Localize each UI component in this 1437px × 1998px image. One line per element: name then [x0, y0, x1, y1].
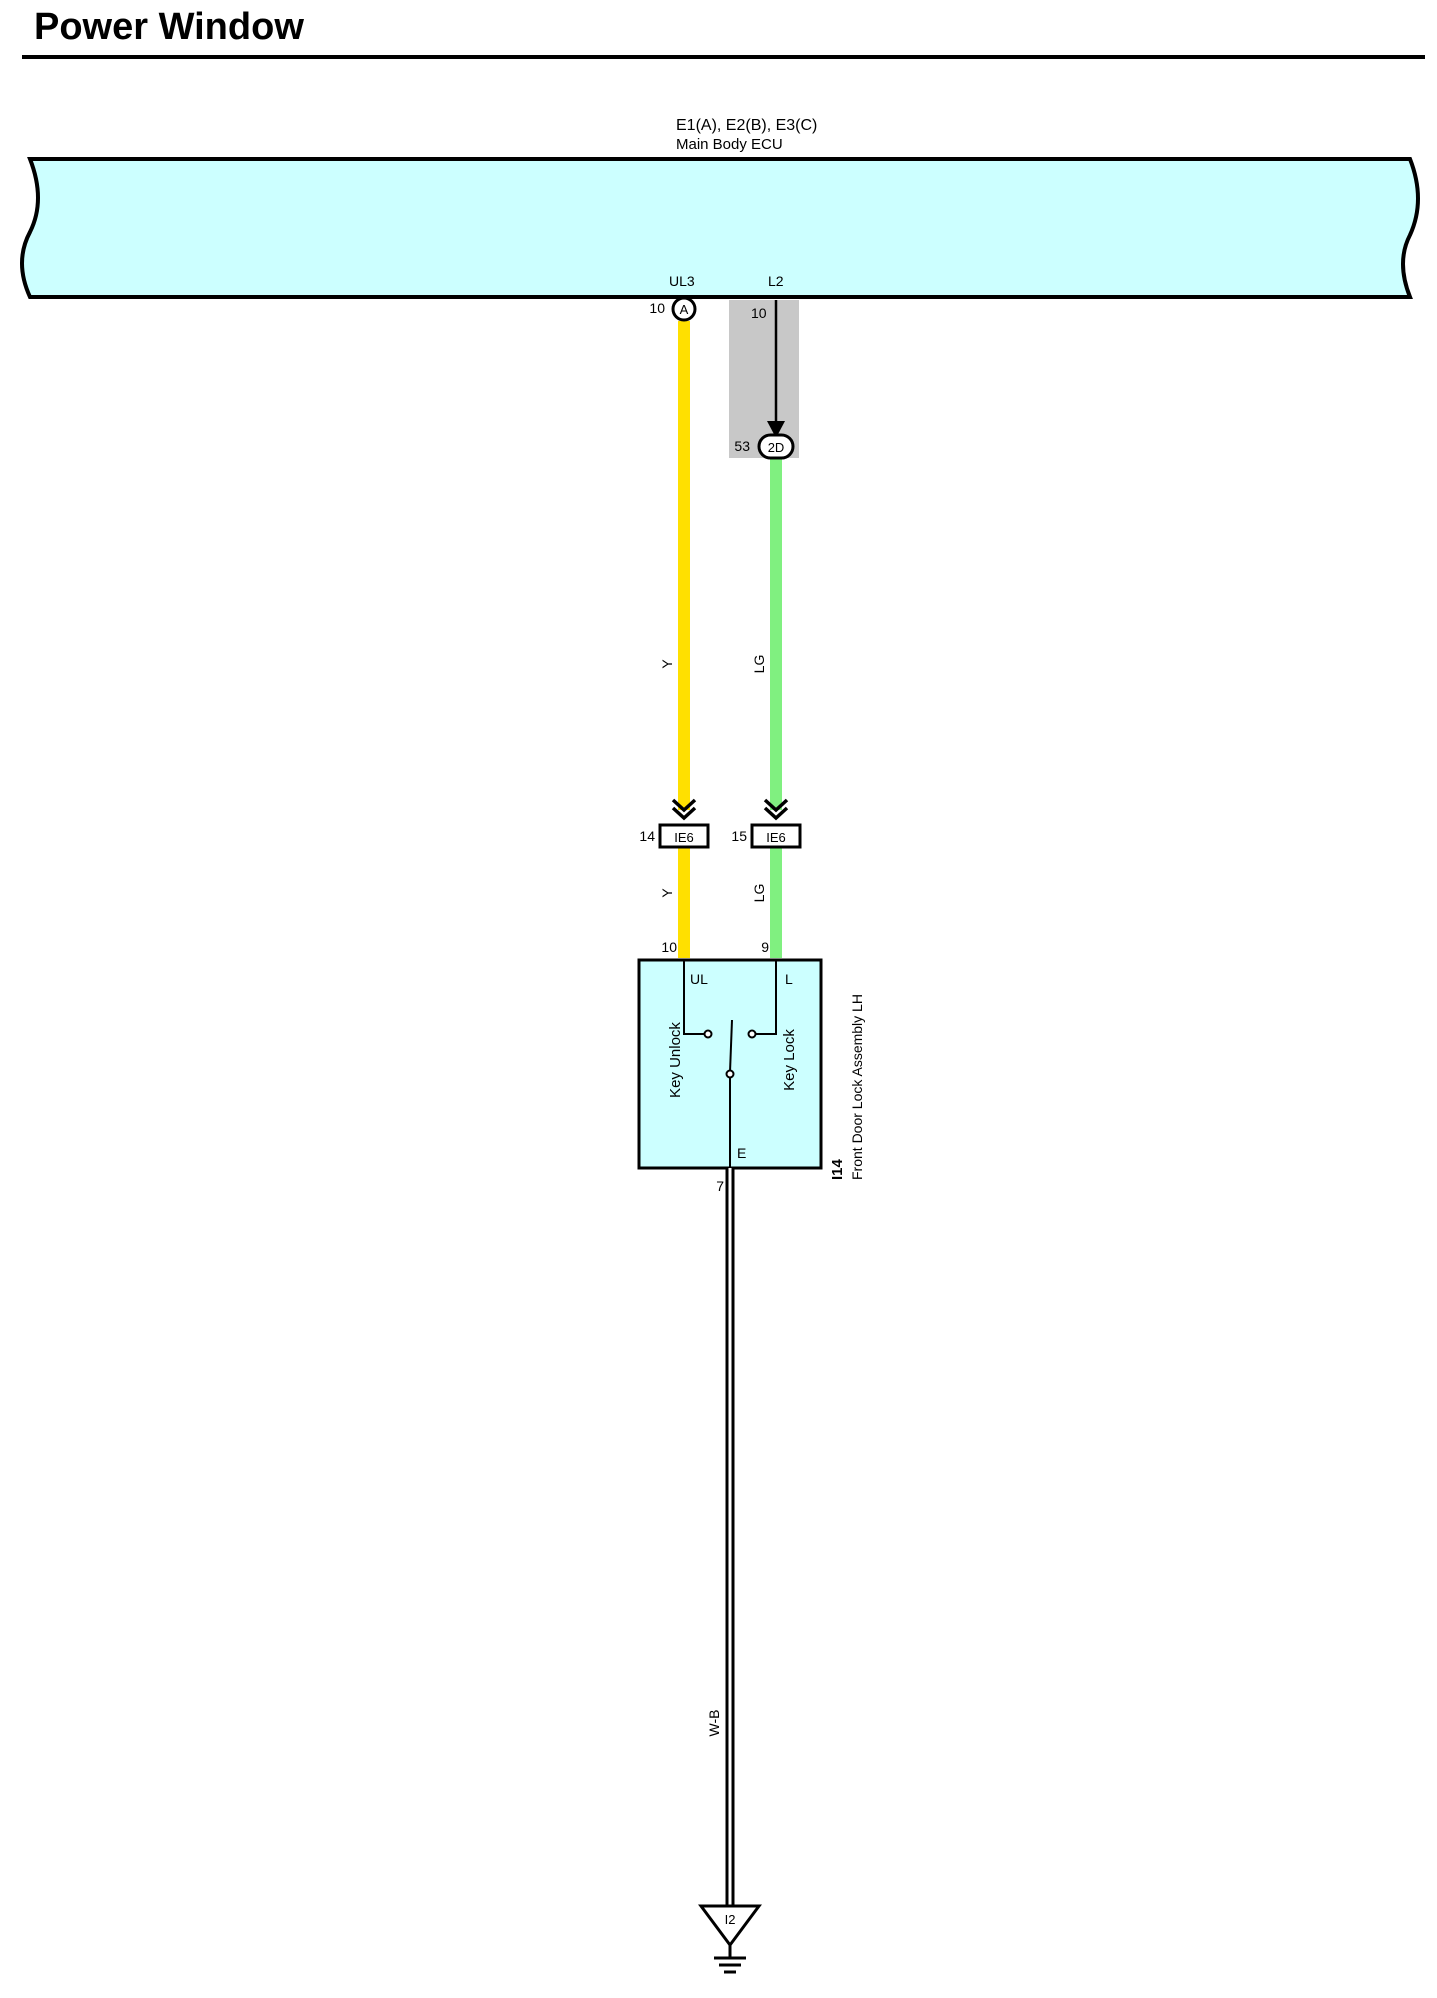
ground-wire-code: W-B [706, 1710, 722, 1737]
connector-a-circle [671, 296, 697, 322]
yellow-wire-code-upper: Y [659, 659, 675, 669]
terminal-e-label: E [737, 1145, 746, 1161]
junction-2d-label: 2D [768, 440, 785, 455]
inline-connector-left-pin: 14 [639, 828, 655, 844]
terminal-ul-label: UL [690, 971, 708, 987]
ground-icon [714, 1945, 746, 1974]
yellow-wire-code-lower: Y [659, 888, 675, 898]
inline-connector-ie6-right [750, 823, 802, 849]
inline-connector-left-id: IE6 [674, 830, 694, 845]
switch-contacts [683, 960, 777, 1168]
green-wire-code-upper: LG [751, 655, 767, 674]
shaded-path-region [729, 300, 799, 458]
ecu-name: Main Body ECU [676, 136, 783, 153]
junction-pin-number: 53 [734, 438, 750, 454]
inline-connector-right-id: IE6 [766, 830, 786, 845]
ground-point-triangle [698, 1904, 762, 1948]
connector-chevron-right-icon [763, 798, 789, 821]
page-title: Power Window [34, 6, 304, 48]
ground-point-id: I2 [725, 1912, 736, 1927]
ul3-pin-number: 10 [649, 300, 665, 316]
green-wire-code-lower: LG [751, 884, 767, 903]
connector-a-label: A [680, 302, 689, 317]
ecu-connectors-label: E1(A), E2(B), E3(C) [676, 117, 817, 134]
l2-pin-number: 10 [751, 305, 767, 321]
inline-connector-ie6-left [658, 823, 710, 849]
ground-pin-number: 7 [716, 1178, 724, 1194]
switch-pin-l-number: 9 [761, 939, 769, 955]
junction-2d-oval [757, 433, 795, 460]
switch-assembly-name: Front Door Lock Assembly LH [849, 994, 865, 1180]
ecu-pin-name-ul3: UL3 [669, 273, 695, 289]
contact-lock-label: Key Lock [781, 1029, 798, 1091]
inline-connector-right-pin: 15 [731, 828, 747, 844]
l2-arrow-icon [767, 421, 785, 438]
connector-chevron-left-icon [671, 798, 697, 821]
switch-assembly-id: I14 [829, 1158, 846, 1180]
ecu-pin-name-l2: L2 [768, 273, 784, 289]
terminal-l-label: L [785, 971, 793, 987]
contact-unlock-label: Key Unlock [667, 1022, 684, 1098]
switch-pin-ul-number: 10 [661, 939, 677, 955]
ecu-box [20, 157, 1420, 299]
